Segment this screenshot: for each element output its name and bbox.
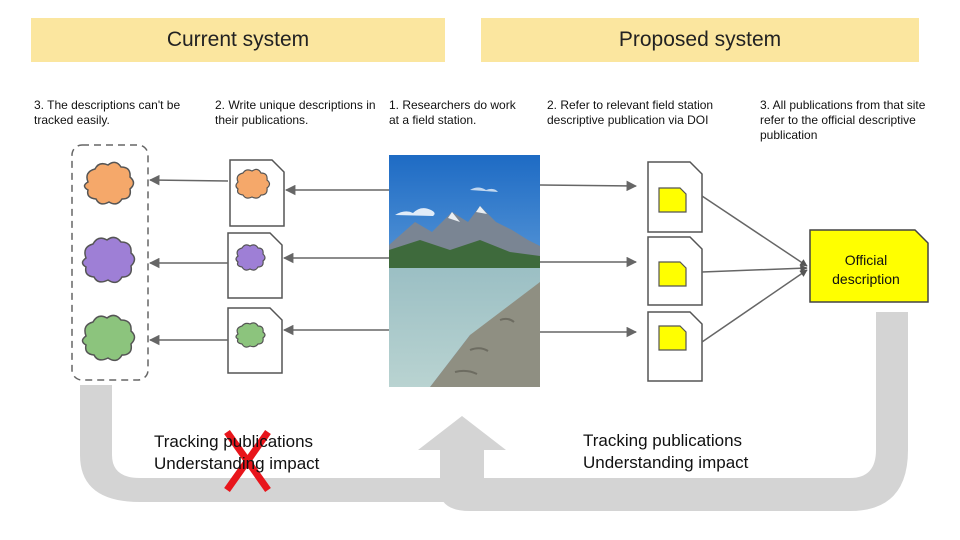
document-icon [647, 311, 703, 382]
official-description-line2: description [832, 271, 900, 287]
proposed-tracking-line2: Understanding impact [583, 453, 749, 472]
arrow [701, 269, 808, 343]
proposed-tracking-line1: Tracking publications [583, 431, 743, 450]
step-proposed-3: 3. All publications from that site refer… [760, 98, 926, 142]
arrow [539, 180, 638, 192]
arrow [701, 195, 808, 267]
step-shared-1: 1. Researchers do work at a field statio… [389, 98, 516, 127]
document-icon [229, 159, 285, 227]
untracked-descriptions-group [71, 144, 149, 381]
current-system-header: Current system [31, 18, 445, 62]
step-current-3: 3. The descriptions can't be tracked eas… [34, 98, 181, 127]
official-description-line1: Official [845, 252, 888, 268]
step-proposed-2: 2. Refer to relevant field station descr… [547, 98, 714, 127]
current-tracking-line1: Tracking publications [154, 432, 314, 451]
document-icon [647, 161, 703, 233]
cloud-icon [83, 161, 135, 205]
proposed-system-header: Proposed system [481, 18, 919, 62]
current-tracking-line2: Understanding impact [154, 454, 320, 473]
tracking-loop-arrow [80, 312, 908, 511]
red-x-icon [224, 429, 271, 493]
field-station-photo [389, 155, 540, 387]
official-description-doc [809, 229, 929, 303]
document-icon [227, 232, 283, 299]
arrow [148, 174, 229, 186]
document-icon [647, 236, 703, 306]
cloud-icon [81, 314, 136, 362]
arrow [701, 264, 808, 273]
cloud-icon [81, 236, 136, 284]
step-current-2: 2. Write unique descriptions in their pu… [215, 98, 376, 127]
document-icon [227, 307, 283, 374]
